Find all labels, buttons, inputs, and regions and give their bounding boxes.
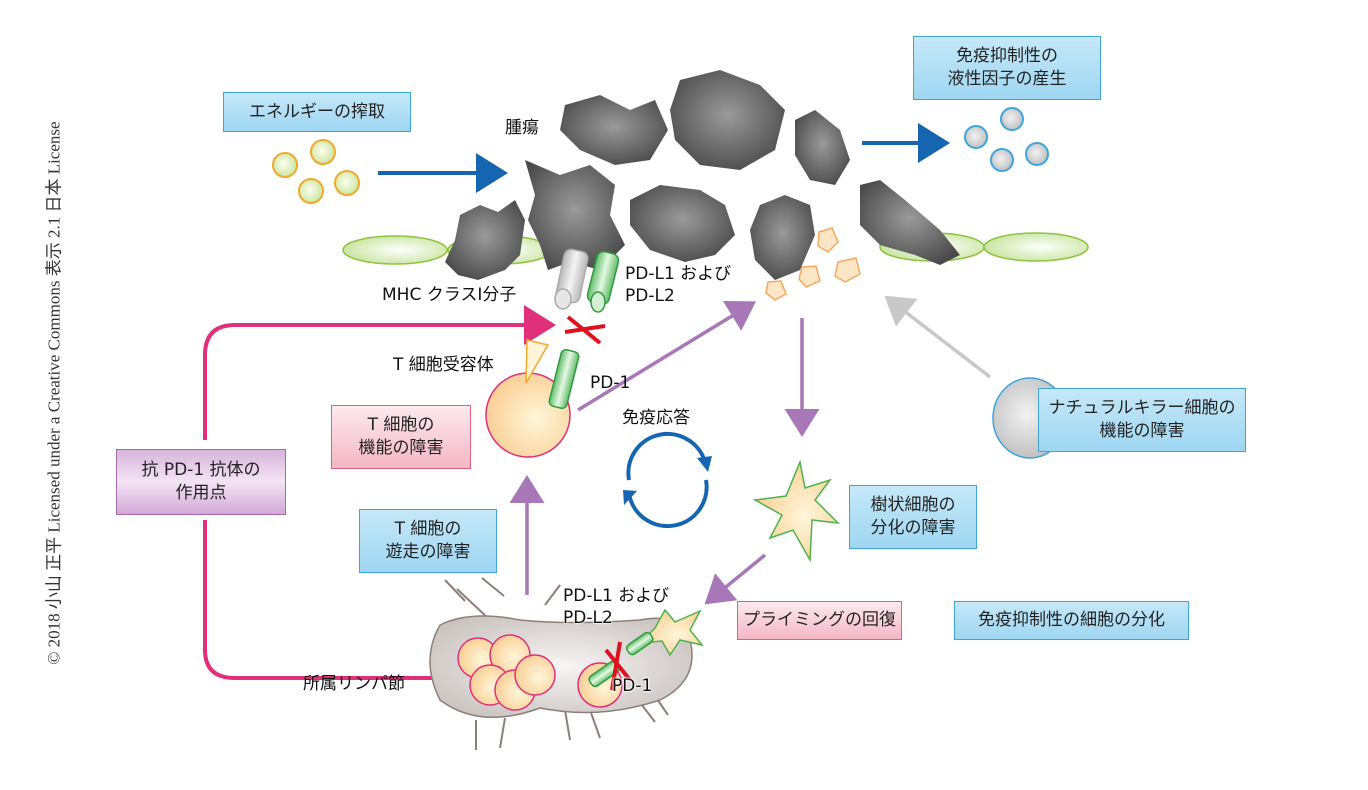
tumor-antigen-fragments [765, 227, 861, 301]
t-cell-to-tumor-arrow [577, 301, 756, 412]
blocked-x-top [564, 315, 606, 345]
tumor-label: 腫瘍 [505, 118, 539, 138]
t-cell-receptor [525, 339, 550, 384]
blocked-x-bottom [604, 641, 632, 691]
nutrient-particles [272, 139, 360, 204]
immune-cycle-icon [626, 431, 709, 529]
energy-box: エネルギーの搾取 [223, 92, 411, 132]
t-cell-function-box: T 細胞の 機能の障害 [331, 405, 471, 469]
priming-box: プライミングの回復 [737, 601, 902, 640]
tumor-cells [445, 70, 960, 280]
lymph-node-dendritic-cell [638, 608, 704, 657]
mhc-molecule [554, 248, 589, 310]
nk-cell-box: ナチュラルキラー細胞の 機能の障害 [1038, 388, 1246, 452]
pd1-molecule-top [548, 348, 580, 410]
dendritic-cell [752, 459, 841, 563]
suppressive-cells-box: 免疫抑制性の細胞の分化 [954, 601, 1189, 640]
pd-l-molecule-top [586, 250, 620, 313]
pd1-bottom-label: PD-1 [612, 676, 653, 696]
dendritic-cell-box: 樹状細胞の 分化の障害 [849, 485, 977, 549]
lymph-node-label: 所属リンパ節 [303, 674, 405, 694]
lymphocyte-cluster [457, 634, 556, 711]
t-cell-migration-box: T 細胞の 遊走の障害 [359, 509, 497, 573]
copyright-notice: © 2018 小山 正平 Licensed under a Creative C… [44, 121, 64, 665]
pd1-top-label: PD-1 [590, 373, 631, 393]
tcr-label: T 細胞受容体 [393, 355, 494, 375]
dc-to-lymph-node-arrow [704, 553, 767, 605]
anti-pd1-box: 抗 PD-1 抗体の 作用点 [116, 449, 286, 515]
anti-pd1-arrow-top [203, 305, 556, 440]
pdl-bottom-label: PD-L1 および PD-L2 [563, 586, 670, 629]
pdl-top-label: PD-L1 および PD-L2 [625, 264, 732, 307]
soluble-factor-particles [964, 107, 1049, 172]
anti-pd1-arrow-bottom [203, 520, 598, 698]
soluble-factors-box: 免疫抑制性の 液性因子の産生 [913, 36, 1101, 100]
immune-response-label: 免疫応答 [622, 408, 690, 428]
mhc-label: MHC クラスI分子 [382, 285, 517, 305]
pd-l-molecule-bottom [625, 631, 654, 656]
nk-to-tumor-arrow [884, 295, 992, 379]
